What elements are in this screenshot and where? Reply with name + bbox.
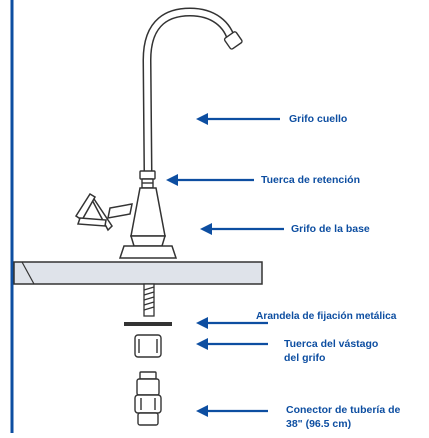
label-retention-nut: Tuerca de retención [261,174,361,186]
gooseneck-spout [142,7,243,177]
arrow-washer [196,317,268,329]
stem-nut [134,334,162,358]
arrow-retention-nut [166,174,254,186]
arrow-stem-nut [196,338,268,350]
arrow-connector [196,405,268,417]
label-connector-line1: Conector de tubería de [286,404,401,416]
label-base: Grifo de la base [291,223,370,235]
label-washer: Arandela de fijación metálica [256,311,397,322]
label-connector-line2: 38" (96.5 cm) [286,418,352,430]
arrow-base [200,223,284,235]
tube-connector [134,371,162,426]
countertop [13,261,263,285]
arrow-neck [196,113,280,125]
label-stem-nut-line2: del grifo [284,352,326,364]
retention-nut [139,170,156,189]
threaded-stem [143,283,155,317]
metal-washer [124,322,172,326]
label-stem-nut-line1: Tuerca del vástago [284,338,379,350]
faucet-base [74,187,178,259]
label-neck: Grifo cuello [289,113,348,125]
